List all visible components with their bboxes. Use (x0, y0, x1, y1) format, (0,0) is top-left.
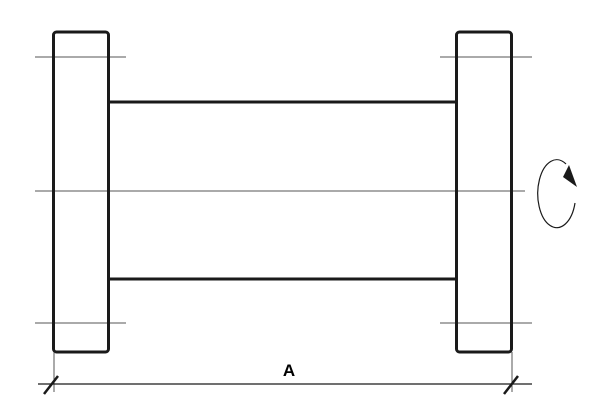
dimension-tick-right (503, 375, 519, 395)
left-flange (52, 30, 110, 354)
dimension-tick-left (43, 375, 59, 395)
dimension-label: A (283, 361, 295, 380)
right-flange (455, 30, 513, 354)
rotation-arrow-icon (537, 159, 577, 229)
